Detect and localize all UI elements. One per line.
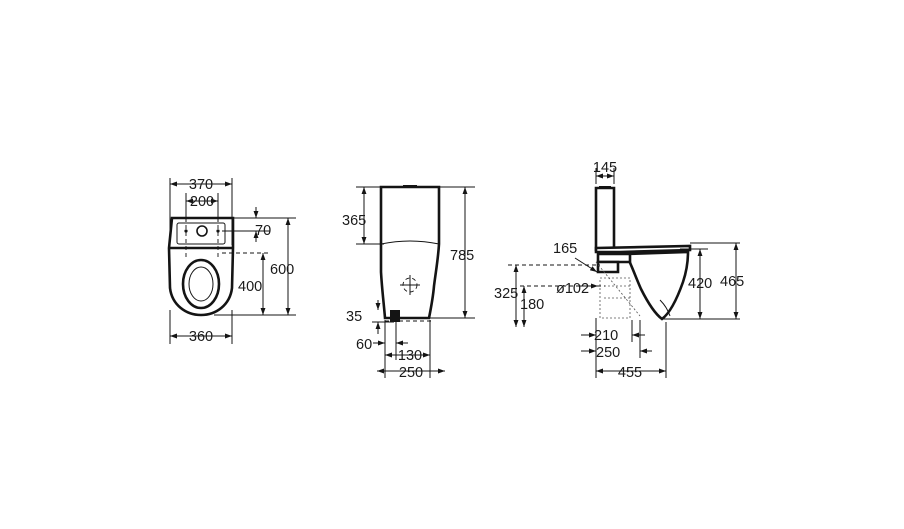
dim-label: 145 [593, 160, 617, 176]
dim-label: 200 [190, 194, 214, 210]
profile-view: 145 165 420 465 325 ø102 180 210 250 455 [494, 160, 744, 381]
top-view-outline [167, 216, 235, 317]
dim-label: 210 [594, 328, 618, 344]
dim-label: 130 [398, 348, 422, 364]
dim-label: 325 [494, 286, 518, 302]
dim-label: ø102 [556, 281, 589, 297]
dim-label: 400 [238, 279, 262, 295]
dim-label: 60 [356, 337, 372, 353]
dim-label: 785 [450, 248, 474, 264]
dim-label: 250 [399, 365, 423, 381]
dim-label: 250 [596, 345, 620, 361]
side-view: 365 785 35 60 130 250 [342, 185, 475, 381]
side-view-outline [379, 185, 441, 322]
dim-label: 465 [720, 274, 744, 290]
profile-view-outline [594, 186, 692, 321]
dim-label: 365 [342, 213, 366, 229]
dim-label: 70 [255, 223, 271, 239]
dim-label: 360 [189, 329, 213, 345]
dim-label: 370 [189, 177, 213, 193]
dim-label: 35 [346, 309, 362, 325]
top-view: 370 200 70 400 600 360 [167, 177, 296, 345]
dim-label: 420 [688, 276, 712, 292]
dim-label: 600 [270, 262, 294, 278]
dim-label: 165 [553, 241, 577, 257]
dim-label: 180 [520, 297, 544, 313]
dim-label: 455 [618, 365, 642, 381]
